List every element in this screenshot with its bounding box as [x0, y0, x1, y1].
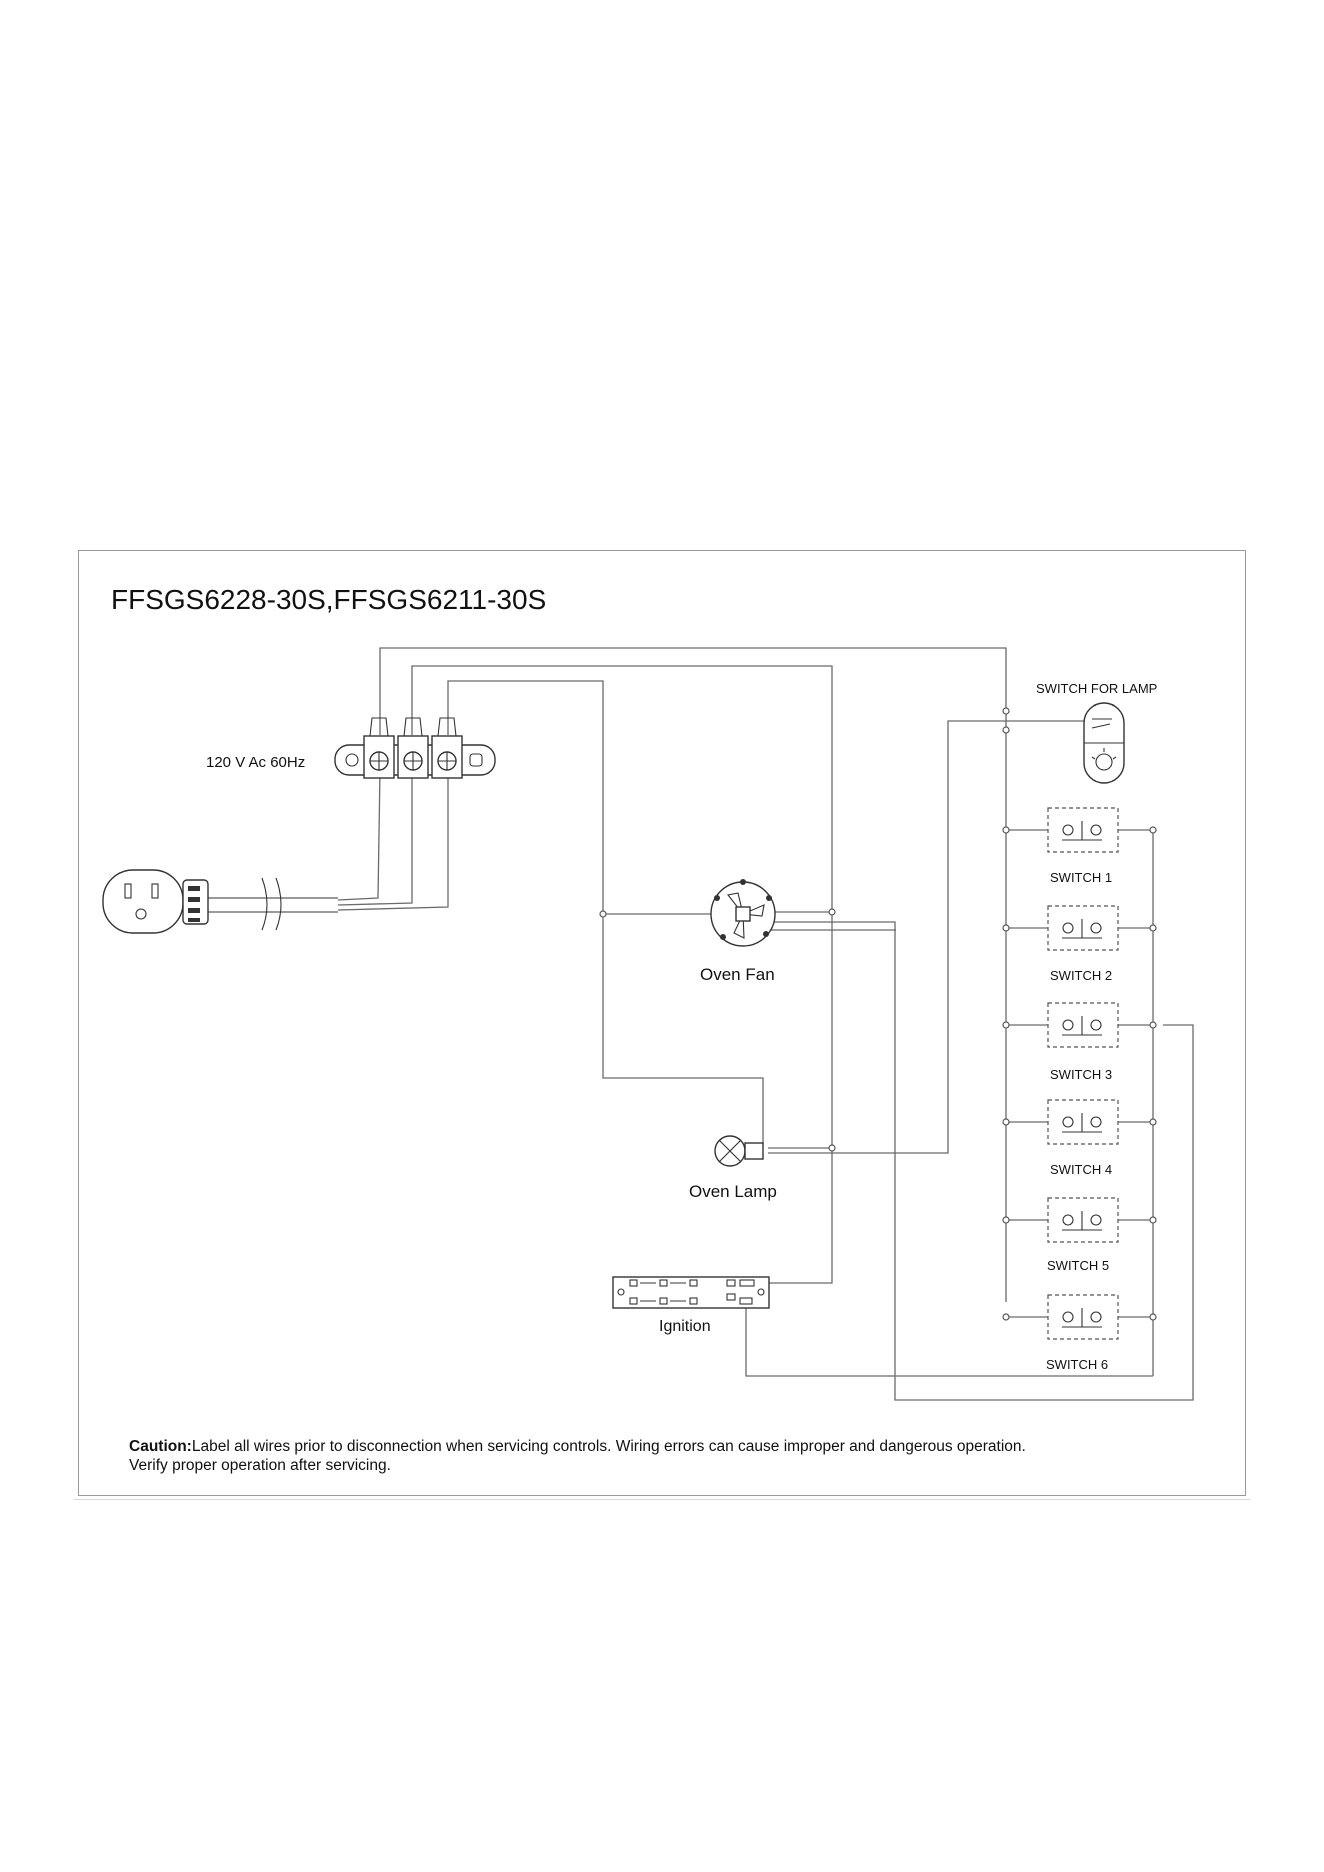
switch-6	[1047, 1294, 1119, 1340]
diagram-title: FFSGS6228-30S,FFSGS6211-30S	[111, 584, 547, 615]
caution-note: Caution:Label all wires prior to disconn…	[129, 1437, 1229, 1475]
caution-prefix: Caution:	[129, 1438, 192, 1455]
diagram-frame	[78, 550, 1246, 1496]
junction-nodes	[599, 707, 1157, 1321]
caution-text: Label all wires prior to disconnection w…	[191, 1438, 1026, 1455]
ignition-module-icon	[612, 1276, 770, 1309]
switch-5-label: SWITCH 5	[1047, 1258, 1109, 1273]
oven-fan-label: Oven Fan	[700, 965, 775, 984]
switch-5	[1047, 1197, 1119, 1243]
switch-3	[1047, 1002, 1119, 1048]
switch-3-label: SWITCH 3	[1050, 1067, 1112, 1082]
oven-lamp-icon	[714, 1135, 764, 1167]
terminal-block-icon	[334, 717, 496, 779]
frame-shadow	[74, 1499, 1250, 1500]
switch-for-lamp-label: SWITCH FOR LAMP	[1036, 681, 1157, 696]
caution-line2: Verify proper operation after servicing.	[129, 1457, 391, 1474]
switch-4	[1047, 1099, 1119, 1145]
oven-lamp-label: Oven Lamp	[689, 1182, 777, 1201]
power-label: 120 V Ac 60Hz	[206, 754, 305, 771]
switch-4-label: SWITCH 4	[1050, 1162, 1112, 1177]
switch-2	[1047, 905, 1119, 951]
lamp-switch-icon	[1083, 702, 1125, 784]
switch-6-label: SWITCH 6	[1046, 1357, 1108, 1372]
ignition-label: Ignition	[659, 1318, 711, 1335]
switch-2-label: SWITCH 2	[1050, 968, 1112, 983]
power-plug-icon	[102, 869, 338, 934]
burner-switches	[1047, 807, 1119, 1340]
switch-1	[1047, 807, 1119, 853]
oven-fan-icon	[710, 879, 776, 947]
switch-1-label: SWITCH 1	[1050, 870, 1112, 885]
wires	[337, 647, 1194, 1401]
